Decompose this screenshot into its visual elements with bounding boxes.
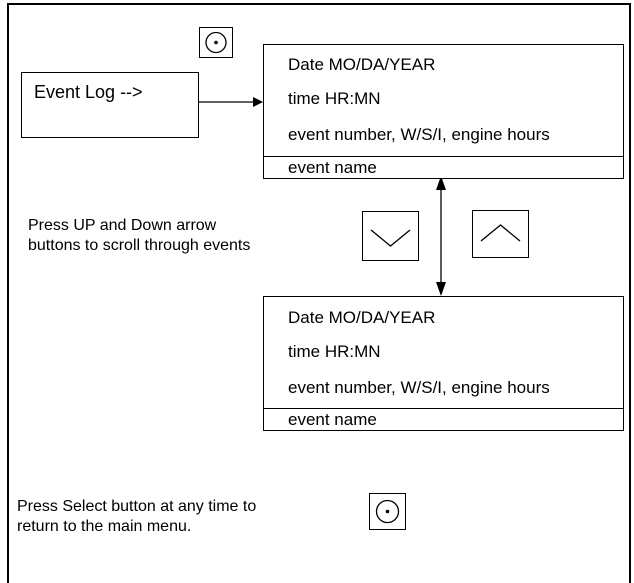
down-arrow-button[interactable] xyxy=(362,211,419,261)
scroll-instruction-line1: Press UP and Down arrow xyxy=(28,217,217,234)
event-separator xyxy=(264,156,623,157)
event-separator xyxy=(264,408,623,409)
event-log-label: Event Log --> xyxy=(34,82,143,102)
connector-arrows xyxy=(199,97,446,296)
event-date: Date MO/DA/YEAR xyxy=(288,308,436,327)
up-arrow-button[interactable] xyxy=(472,210,529,258)
event-date: Date MO/DA/YEAR xyxy=(288,55,436,74)
event-number: event number, W/S/I, engine hours xyxy=(288,125,550,144)
arrowhead-down xyxy=(436,282,446,296)
scroll-instruction-line2: buttons to scroll through events xyxy=(28,237,251,254)
event-time: time HR:MN xyxy=(288,89,381,108)
event-number: event number, W/S/I, engine hours xyxy=(288,378,550,397)
event-time: time HR:MN xyxy=(288,342,381,361)
select-button-bottom[interactable] xyxy=(369,493,406,530)
select-circle-dot-icon xyxy=(375,499,400,524)
event-box-bottom: Date MO/DA/YEAR time HR:MN event number,… xyxy=(263,296,624,431)
select-button-top[interactable] xyxy=(199,27,233,58)
select-instruction-line2: return to the main menu. xyxy=(17,518,192,535)
select-instruction-line1: Press Select button at any time to xyxy=(17,498,257,515)
event-log-button[interactable]: Event Log --> xyxy=(21,72,199,138)
diagram-frame xyxy=(7,3,631,583)
event-name: event name xyxy=(288,158,377,177)
select-circle-dot-icon xyxy=(205,31,227,54)
event-name: event name xyxy=(288,410,377,429)
chevron-down-icon xyxy=(370,229,411,247)
chevron-up-icon xyxy=(480,224,521,242)
event-box-top: Date MO/DA/YEAR time HR:MN event number,… xyxy=(263,44,624,179)
arrowhead-up xyxy=(436,176,446,190)
